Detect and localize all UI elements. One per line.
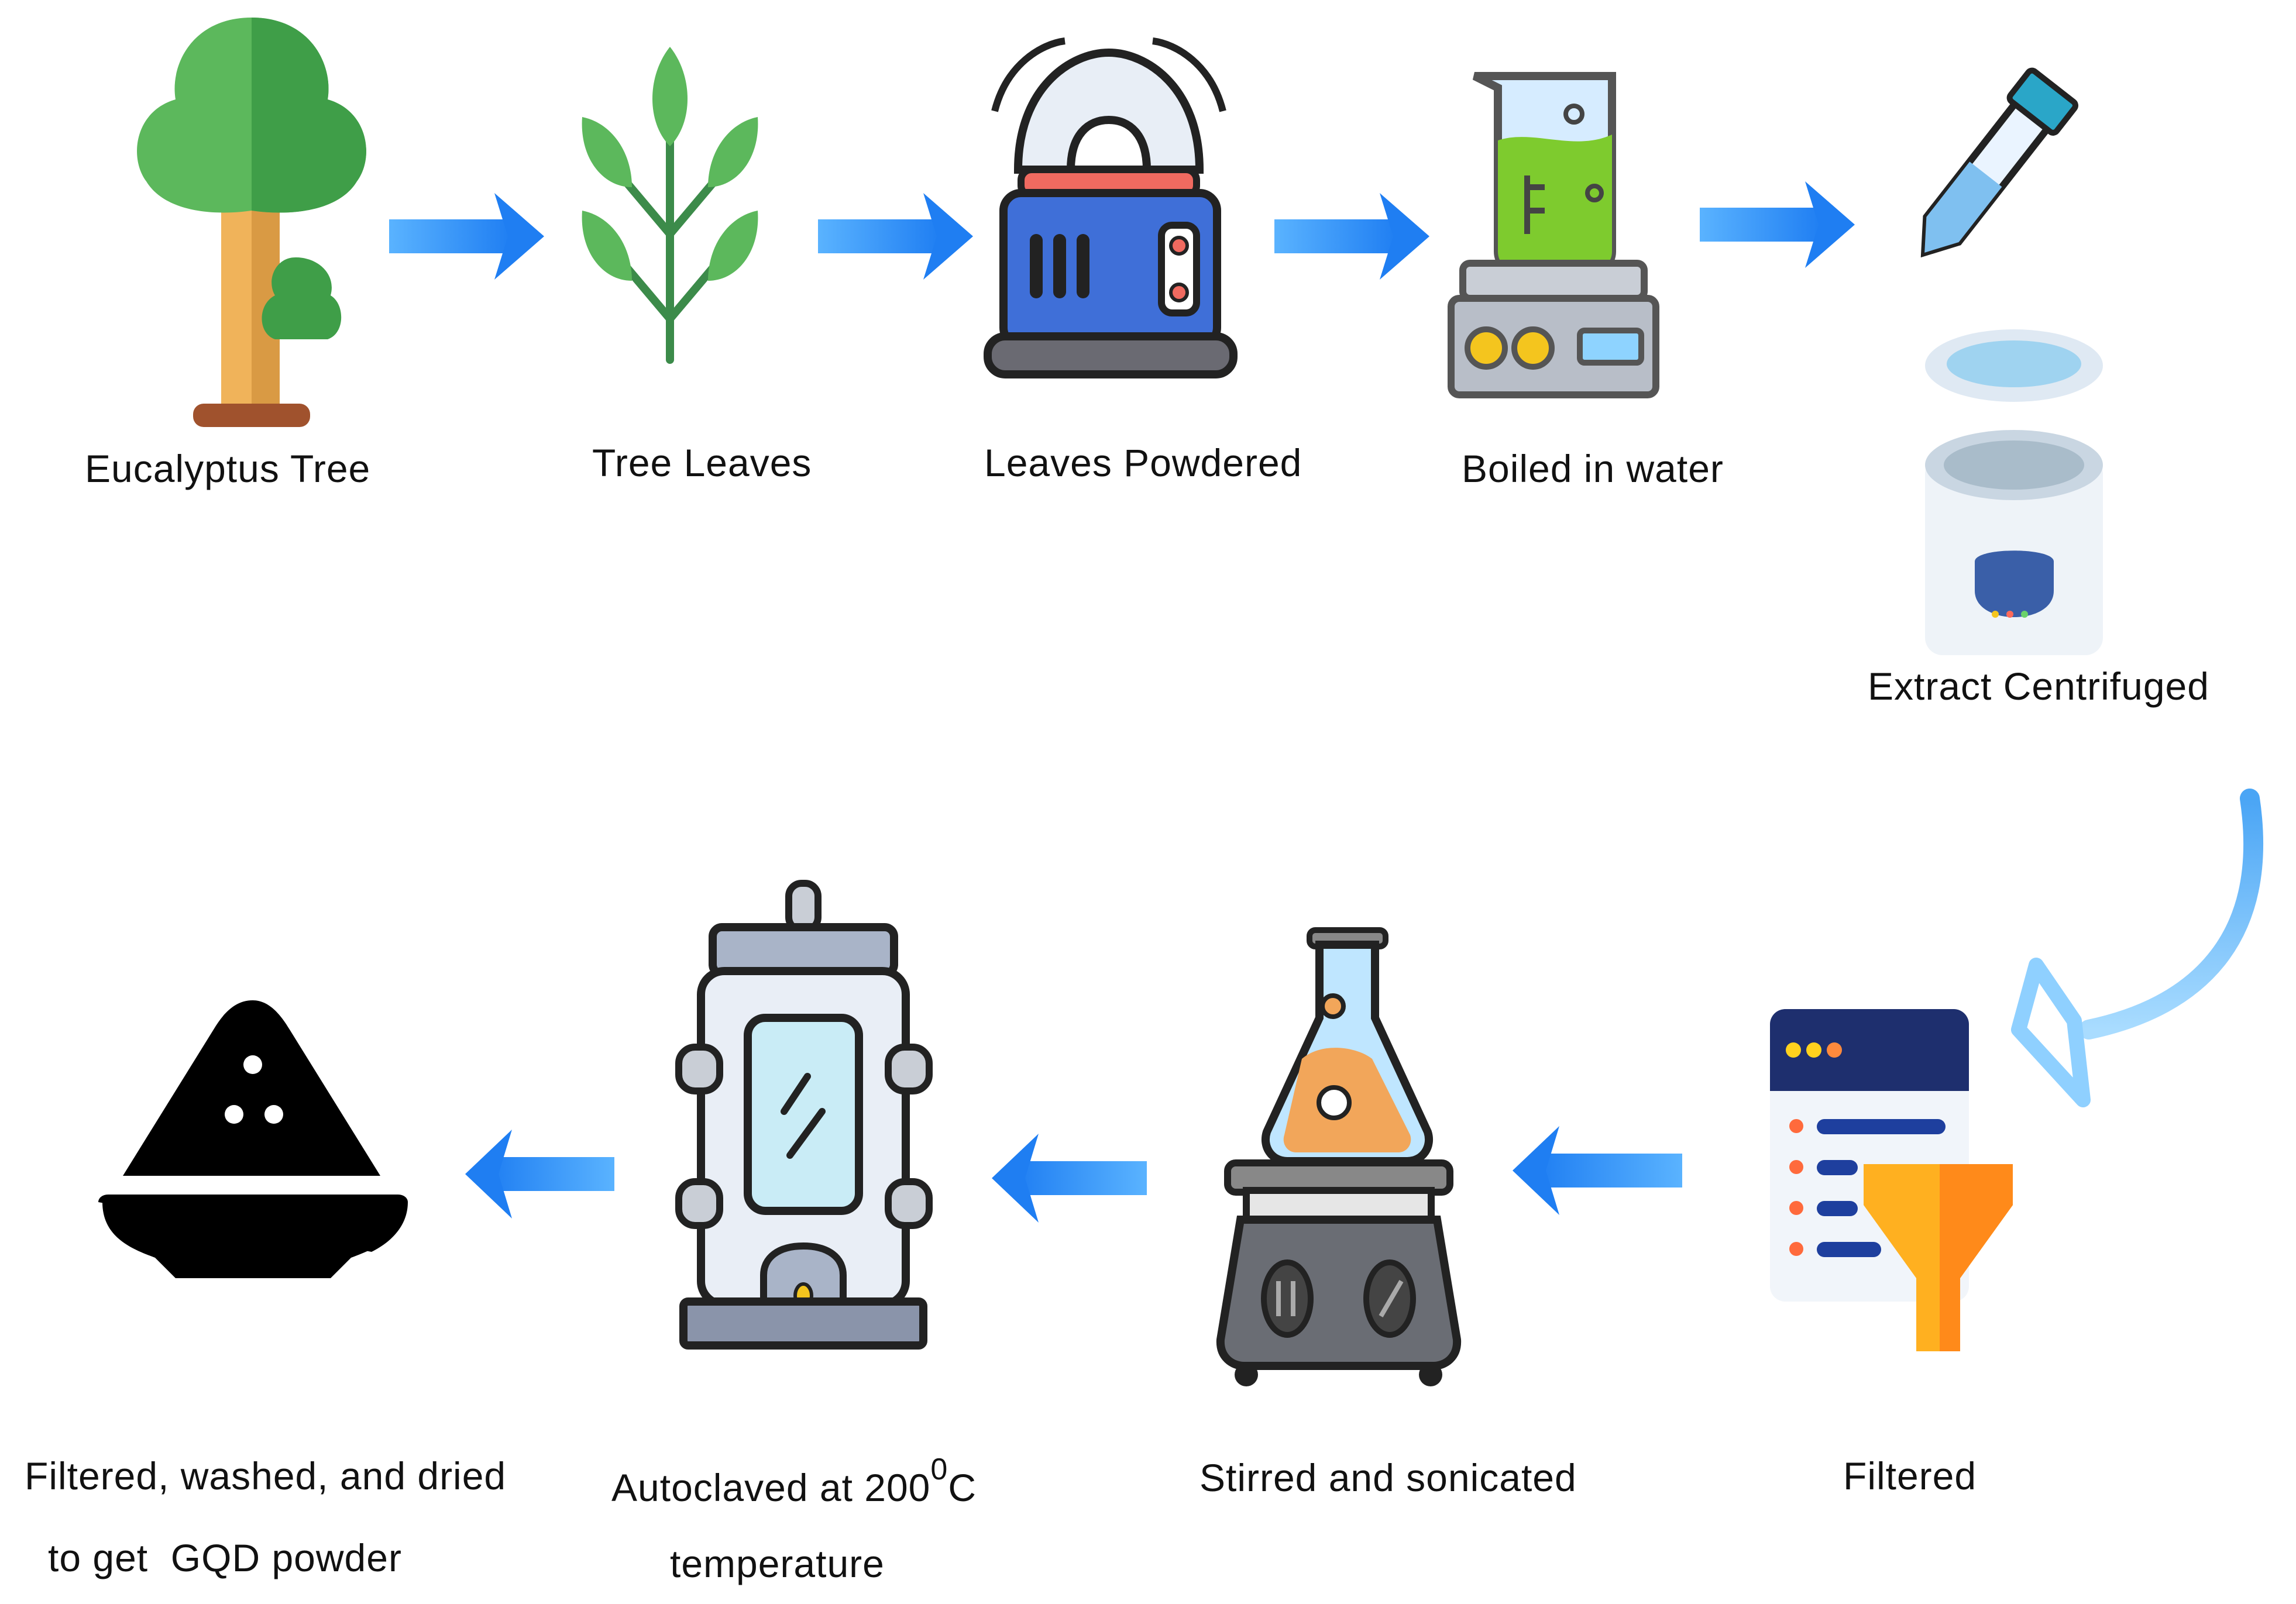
- autoclaved-text: Autoclaved at 200: [611, 1466, 931, 1509]
- step-label-leaves-powdered: Leaves Powdered: [984, 441, 1302, 484]
- beaker-hotplate-icon: [1448, 72, 1659, 398]
- flask-stirrer-icon: [1216, 927, 1462, 1386]
- arrow-right-icon: [818, 193, 973, 280]
- tree-icon: [137, 18, 366, 427]
- step-label-filtered: Filtered: [1843, 1454, 1977, 1498]
- arrow-right-icon: [1700, 181, 1855, 268]
- step-label-gqd-line2: to get GQD powder: [48, 1536, 402, 1579]
- step-label-tree-leaves: Tree Leaves: [592, 441, 812, 484]
- step-label-gqd-line1: Filtered, washed, and dried: [25, 1454, 507, 1498]
- curved-arrow-icon: [2011, 789, 2264, 1107]
- step-label-stirred-and-sonicated: Stirred and sonicated: [1199, 1456, 1577, 1499]
- filter-icon: [1770, 1009, 2013, 1351]
- centrifuge-icon: [1920, 67, 2103, 655]
- grinder-icon: [984, 37, 1238, 378]
- arrow-left-icon: [1513, 1126, 1682, 1215]
- step-label-eucalyptus-tree: Eucalyptus Tree: [85, 447, 371, 490]
- step-label-extract-centrifuged: Extract Centrifuged: [1868, 665, 2209, 708]
- step-label-boiled-in-water: Boiled in water: [1462, 447, 1724, 490]
- leaves-icon: [619, 113, 721, 364]
- step-label-autoclaved-line1: Autoclaved at 2000C: [611, 1454, 977, 1509]
- step-label-autoclaved-line2: temperature: [670, 1542, 885, 1585]
- powder-icon: [98, 1000, 408, 1278]
- arrow-left-icon: [465, 1130, 614, 1219]
- arrow-left-icon: [992, 1134, 1147, 1223]
- autoclave-icon: [675, 880, 933, 1350]
- degree-superscript: 0: [930, 1452, 948, 1486]
- celsius-unit: C: [948, 1466, 977, 1509]
- arrow-right-icon: [389, 193, 544, 280]
- arrow-right-icon: [1274, 193, 1429, 280]
